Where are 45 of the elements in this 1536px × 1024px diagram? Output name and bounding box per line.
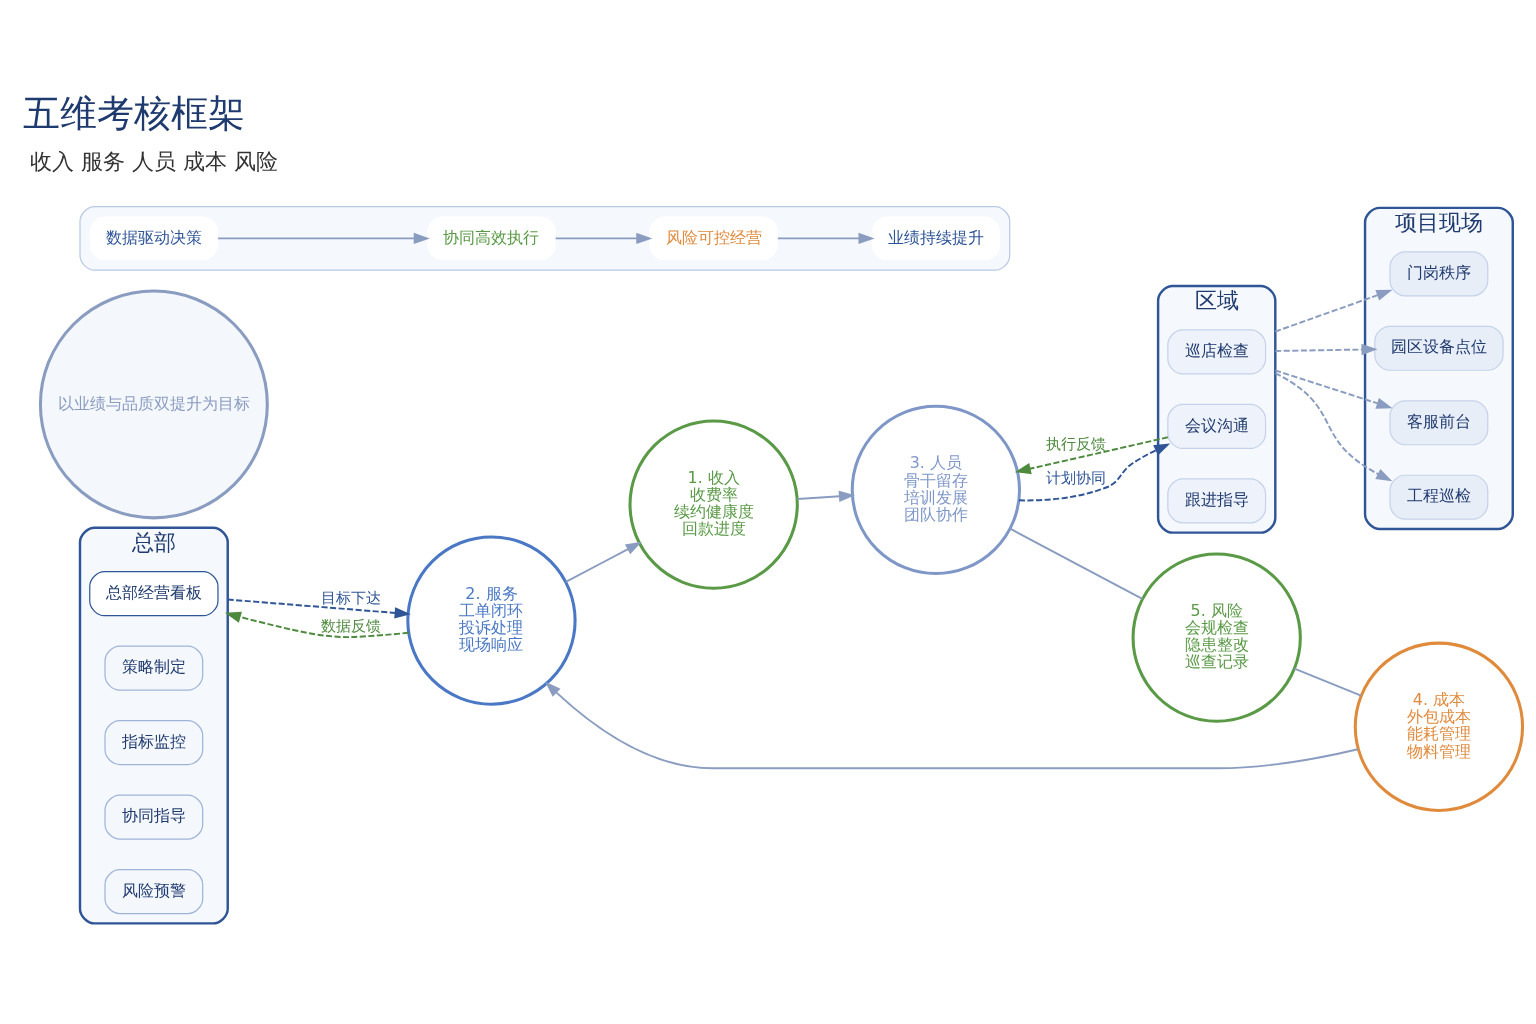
node-box: 协同指导 — [104, 794, 204, 840]
node-box: 工程巡检 — [1389, 474, 1489, 520]
arrow — [1274, 343, 1378, 355]
edge-label: 数据反馈 — [321, 616, 382, 634]
node-box: 风险预警 — [104, 868, 204, 914]
connector — [1009, 527, 1144, 600]
arrow — [1274, 371, 1393, 481]
node-circle: 3. 人员 骨干留存 培训发展 团队协作 — [850, 404, 1022, 575]
cluster — [79, 205, 1011, 271]
node-box: 协同高效执行 — [427, 215, 556, 260]
node-circle: 1. 收入 收费率 续约健康度 回款进度 — [628, 418, 799, 590]
node-box: 策略制定 — [104, 645, 204, 691]
arrow — [1014, 435, 1169, 474]
arrow — [554, 232, 653, 244]
node-box: 园区设备点位 — [1374, 325, 1504, 371]
edge-label: 执行反馈 — [1046, 434, 1107, 452]
node-box: 风险可控经营 — [649, 215, 778, 260]
arrow — [224, 611, 410, 638]
arrow — [1274, 289, 1393, 332]
node-box: 总部经营看板 — [89, 570, 219, 616]
arrow — [544, 681, 1359, 769]
arrow — [1017, 442, 1171, 501]
label: 收入 服务 人员 成本 风险 — [29, 148, 278, 174]
connector — [1293, 667, 1362, 697]
node-box: 数据驱动决策 — [89, 215, 218, 260]
node-box: 业绩持续提升 — [871, 215, 1000, 260]
node-box: 巡店检查 — [1167, 328, 1267, 375]
arrow — [796, 490, 856, 502]
node-circle: 4. 成本 外包成本 能耗管理 物料管理 — [1353, 641, 1525, 812]
arrow — [217, 232, 430, 244]
node-circle: 以业绩与品质双提升为目标 — [38, 288, 269, 519]
diagram-title: 五维考核框架 — [22, 91, 245, 135]
arrow — [1274, 368, 1393, 409]
edge-label: 计划协同 — [1046, 468, 1107, 486]
arrow — [776, 232, 875, 244]
node-box: 会议沟通 — [1167, 403, 1267, 449]
node-box: 指标监控 — [104, 719, 204, 765]
node-circle: 5. 风险 会规检查 隐患整改 巡查记录 — [1131, 552, 1302, 723]
arrow — [226, 598, 411, 619]
edge-label: 目标下达 — [321, 588, 382, 606]
arrow — [564, 541, 642, 583]
node-box: 门岗秩序 — [1389, 250, 1489, 296]
node-box: 跟进指导 — [1167, 477, 1267, 523]
node-box: 客服前台 — [1389, 399, 1489, 445]
node-circle: 2. 服务 工单闭环 投诉处理 现场响应 — [406, 534, 577, 706]
